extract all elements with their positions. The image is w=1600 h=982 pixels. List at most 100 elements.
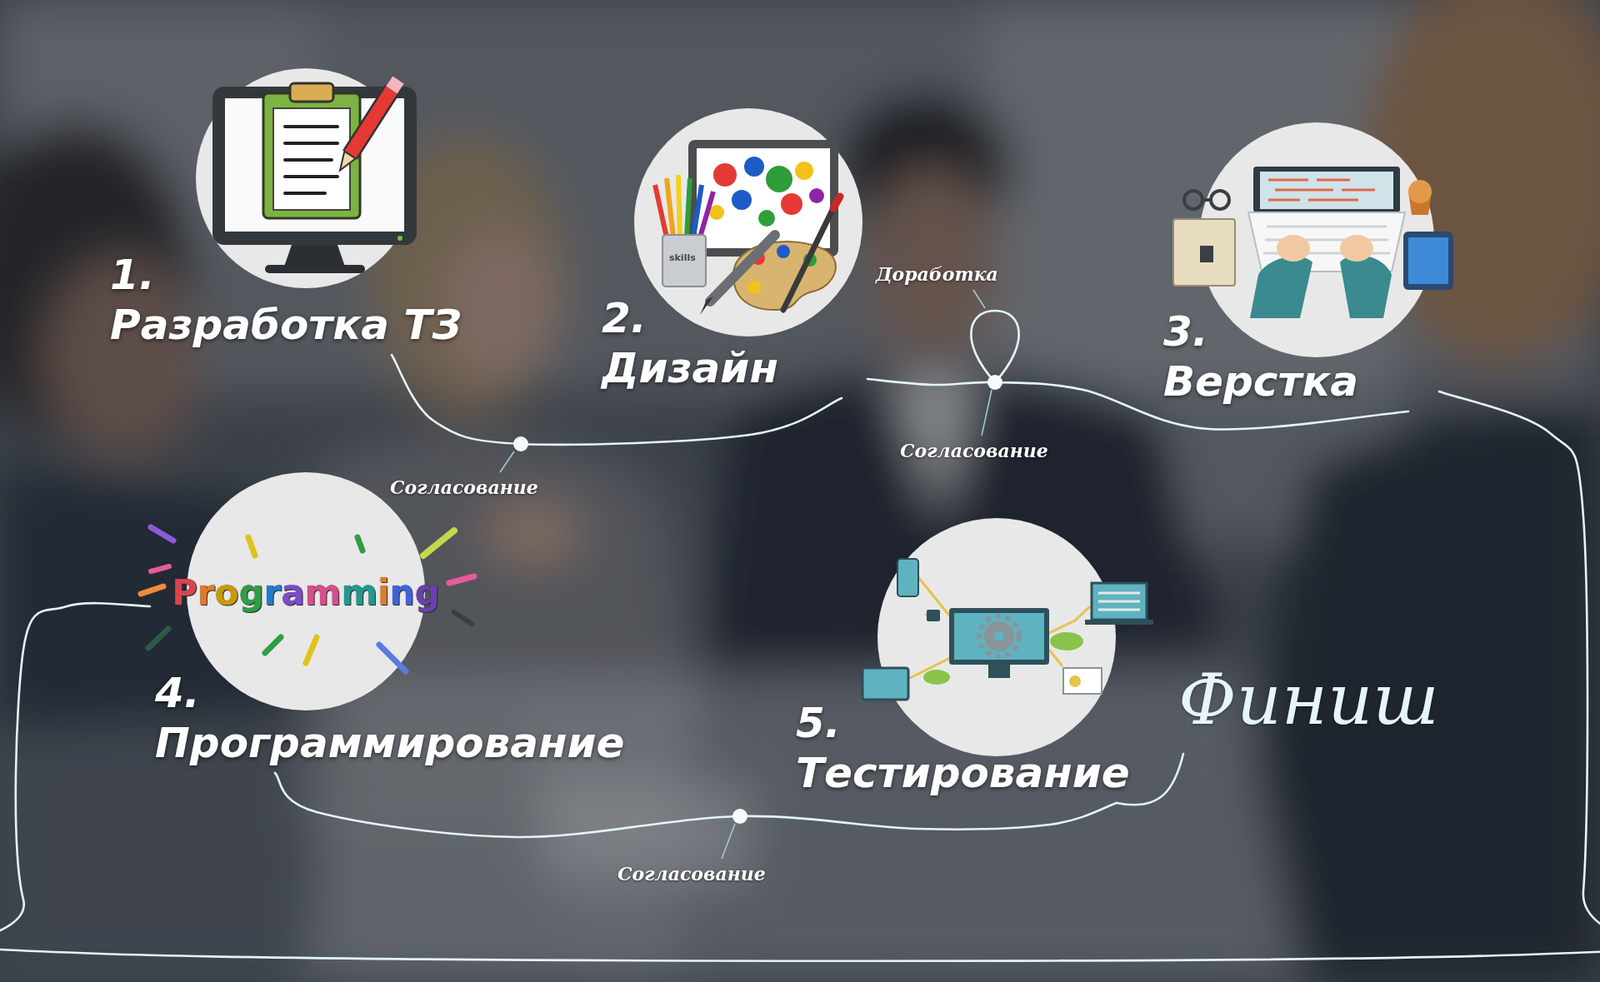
pencil [686,178,690,238]
step-circle [186,472,425,711]
paint-splash [758,210,775,227]
rainbow-letter: o [215,572,240,614]
phone [897,559,919,597]
confetti-dash [305,637,317,664]
monitor-frame [212,86,417,245]
step-node: 2. Дизайн [596,103,868,399]
laptop-lines [1098,593,1140,610]
rainbow-letter: i [377,572,390,614]
pen-nib [700,296,714,315]
arm [1250,256,1313,319]
rework-loop [970,310,1019,383]
confetti-dash [357,537,363,551]
design-icon [655,140,840,315]
paint-splash [809,188,825,204]
tablet-screen [1408,237,1449,285]
clipboard-clip [290,83,334,102]
rainbow-letter: P [171,572,198,614]
step-heading: 4. Программирование [155,668,625,769]
monitor-stand [988,665,1010,679]
layout-icon [1173,166,1454,319]
gear-teeth [979,616,1020,657]
rainbow-letter: r [264,572,282,614]
edge-label: Согласование [900,440,1049,462]
coffee [1408,180,1432,204]
rainbow-letter: g [239,572,265,614]
approval-dot [732,809,748,825]
confetti-dash [140,586,164,595]
rework-note: Доработка [875,263,999,285]
laptop [1091,583,1147,620]
rainbow-letter: r [197,572,215,614]
gear-hole [994,631,1005,642]
rainbow-letter: g [415,572,440,614]
paint-splash [744,156,765,177]
pencil [666,178,674,238]
paint-splash [709,205,725,220]
paint-splash [780,193,803,215]
confetti-dash [423,530,455,556]
step-node: 3. Верстка [1158,117,1440,412]
step-heading: 1. Разработка ТЗ [110,250,462,350]
pencil-body [350,90,392,155]
gear [984,621,1015,652]
confetti-dash [379,645,406,672]
pen [710,235,775,302]
laptop-base [1085,620,1154,625]
step-heading: 3. Верстка [1163,306,1359,407]
laptop-frame [1253,166,1400,213]
glasses [1202,198,1211,202]
cloud [923,670,950,685]
monitor-frame [949,608,1050,665]
lock [926,610,940,622]
code-lines [1268,180,1375,200]
finish-label: Финиш [1178,658,1440,742]
glasses [1210,190,1230,210]
confetti-dash [150,527,174,541]
paint-splash [795,161,814,180]
pencil [678,175,680,238]
tablet [862,668,909,700]
monitor-stand [284,245,345,267]
rainbow-title: Programming [171,572,440,615]
step-node: 5. Тестирование [790,513,1135,804]
network-lines [908,577,1090,680]
rainbow-letter: m [305,572,342,614]
clipboard [263,93,360,219]
leader-line [721,824,735,860]
pencil-eraser [391,80,399,90]
tablet-screen [696,148,830,249]
paper-lines [285,126,338,194]
tablet [1403,231,1454,290]
step-circle [634,108,863,337]
power-light [397,235,403,241]
chart-box [1063,668,1102,695]
pencil [700,191,714,238]
edge-label: Согласование [390,476,539,499]
spec-icon [212,80,417,274]
arm [1340,255,1392,319]
palette [733,241,836,310]
paint-splash [765,165,793,193]
step-node: Programming 4. Программирование [150,467,630,774]
rainbow-letter: a [280,572,305,614]
step-circle [195,68,416,289]
confetti-dash [449,576,475,584]
connector-line [0,391,1600,962]
monitor-screen [954,613,1045,660]
pencil-tip [340,151,356,171]
paint-splash [713,163,737,187]
edge-label: Согласование [617,863,766,885]
rainbow-letter: m [341,572,379,614]
papers [1173,219,1235,286]
confetti-dash [265,637,281,654]
paint-dot [776,245,790,259]
approval-dot [513,436,529,452]
step-node: 1. Разработка ТЗ [105,63,467,355]
step-circle [877,518,1116,757]
